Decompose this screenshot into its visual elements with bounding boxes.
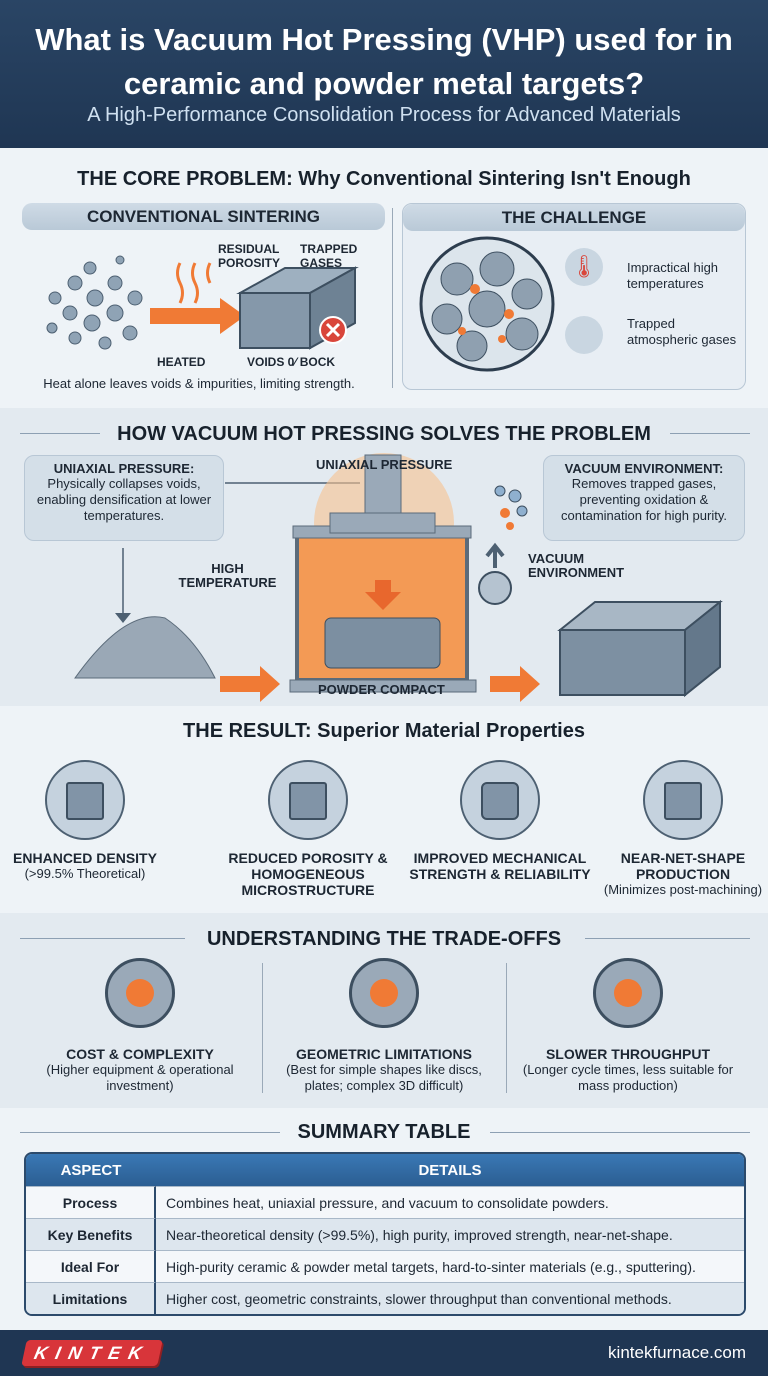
divider [262, 963, 263, 1093]
solution-section: HOW VACUUM HOT PRESSING SOLVES THE PROBL… [0, 408, 768, 706]
aspect-cell: Process [26, 1186, 156, 1218]
tradeoffs-heading: UNDERSTANDING THE TRADE-OFFS [206, 928, 562, 950]
result-section: THE RESULT: Superior Material Properties… [0, 710, 768, 910]
sintering-illustration-icon [46, 255, 359, 350]
tradeoffs-section: UNDERSTANDING THE TRADE-OFFS COST & COMP… [0, 913, 768, 1108]
challenge-panel: THE CHALLENGE 🌡 Impractical high tempera… [402, 203, 746, 390]
box-text: Removes trapped gases, preventing oxidat… [561, 476, 727, 523]
page-title: What is Vacuum Hot Pressing (VHP) used f… [35, 22, 733, 101]
result-item: IMPROVED MECHANICAL STRENGTH & RELIABILI… [405, 850, 595, 882]
challenge-item: Impractical high temperatures [627, 260, 719, 291]
tradeoff-item: COST & COMPLEXITY (Higher equipment & op… [22, 1046, 258, 1094]
trapped-particles-icon [419, 236, 555, 372]
grain-structure-icon [268, 760, 348, 840]
result-subtitle: (Minimizes post-machining) [603, 882, 763, 897]
details-cell: High-purity ceramic & powder metal targe… [156, 1250, 744, 1282]
mold-icon [643, 760, 723, 840]
page-subtitle: A High-Performance Consolidation Process… [87, 104, 681, 126]
details-cell: Near-theoretical density (>99.5%), high … [156, 1218, 744, 1250]
details-cell: Combines heat, uniaxial pressure, and va… [156, 1186, 744, 1218]
solution-heading: HOW VACUUM HOT PRESSING SOLVES THE PROBL… [117, 423, 651, 445]
conventional-sintering-title: CONVENTIONAL SINTERING [22, 203, 385, 230]
tradeoff-subtitle: (Best for simple shapes like discs, plat… [286, 1062, 482, 1093]
result-title: NEAR-NET-SHAPE PRODUCTION [620, 850, 746, 882]
result-title: ENHANCED DENSITY [13, 850, 157, 866]
result-title: IMPROVED MECHANICAL STRENGTH & RELIABILI… [409, 850, 591, 882]
divider [20, 938, 185, 939]
divider [585, 938, 750, 939]
core-problem-heading: THE CORE PROBLEM: Why Conventional Sinte… [77, 168, 691, 190]
vacuum-environment-label: VACUUM ENVIRONMENT [528, 551, 625, 580]
thermometer-icon: 🌡 [565, 248, 603, 286]
aspect-cell: Ideal For [26, 1250, 156, 1282]
tradeoff-title: SLOWER THROUGHPUT [545, 1046, 711, 1062]
uniaxial-pressure-box: UNIAXIAL PRESSURE: Physically collapses … [24, 455, 224, 541]
result-subtitle: (>99.5% Theoretical) [24, 866, 146, 881]
footer: KINTEK kintekfurnace.com [0, 1330, 768, 1376]
divider [490, 1132, 750, 1133]
voids-label: VOIDS 0⁄ BOCK [247, 355, 336, 369]
result-title: REDUCED POROSITY & HOMOGENEOUS MICROSTRU… [228, 850, 388, 898]
tradeoff-subtitle: (Higher equipment & operational investme… [46, 1062, 234, 1093]
divider [670, 433, 750, 434]
trapped-gases-label: TRAPPED GASES [300, 242, 358, 270]
vhp-press-diagram-icon [74, 453, 723, 702]
powder-compact-label: POWDER COMPACT [318, 682, 445, 697]
box-title: UNIAXIAL PRESSURE: [53, 461, 195, 476]
divider [20, 1132, 280, 1133]
result-item: ENHANCED DENSITY (>99.5% Theoretical) [0, 850, 180, 882]
cylinder-gear-icon [349, 958, 419, 1028]
result-item: REDUCED POROSITY & HOMOGENEOUS MICROSTRU… [213, 850, 403, 898]
challenge-title: THE CHALLENGE [403, 204, 745, 231]
aspect-cell: Limitations [26, 1282, 156, 1314]
residual-porosity-label: RESIDUAL POROSITY [218, 242, 281, 270]
tradeoff-subtitle: (Longer cycle times, less suitable for m… [522, 1062, 734, 1093]
divider [392, 208, 393, 388]
core-problem-section: THE CORE PROBLEM: Why Conventional Sinte… [0, 148, 768, 406]
aspect-cell: Key Benefits [26, 1218, 156, 1250]
vacuum-environment-box: VACUUM ENVIRONMENT: Removes trapped gase… [543, 455, 745, 541]
result-item: NEAR-NET-SHAPE PRODUCTION (Minimizes pos… [588, 850, 768, 898]
tradeoff-title: COST & COMPLEXITY [66, 1046, 214, 1062]
divider [20, 433, 100, 434]
conventional-caption: Heat alone leaves voids & impurities, li… [43, 376, 355, 391]
heated-label: HEATED [157, 355, 206, 369]
tradeoff-item: SLOWER THROUGHPUT (Longer cycle times, l… [510, 1046, 746, 1094]
column-header: ASPECT [26, 1154, 156, 1186]
uniaxial-pressure-label: UNIAXIAL PRESSURE [316, 457, 453, 472]
clock-icon [593, 958, 663, 1028]
summary-heading: SUMMARY TABLE [297, 1121, 471, 1143]
kintek-logo: KINTEK [21, 1340, 163, 1366]
box-title: VACUUM ENVIRONMENT: [564, 461, 724, 476]
challenge-item: Trapped atmospheric gases [627, 316, 737, 347]
tradeoff-item: GEOMETRIC LIMITATIONS (Best for simple s… [266, 1046, 502, 1094]
website-link[interactable]: kintekfurnace.com [608, 1343, 746, 1362]
box-text: Physically collapses voids, enabling den… [36, 476, 212, 523]
column-header: DETAILS [156, 1154, 744, 1186]
high-temperature-label: HIGH TEMPERATURE [178, 561, 277, 590]
tradeoff-title: GEOMETRIC LIMITATIONS [295, 1046, 473, 1062]
rod-strength-icon [460, 760, 540, 840]
cube-icon [45, 760, 125, 840]
divider [506, 963, 507, 1093]
gears-cost-icon [105, 958, 175, 1028]
header: What is Vacuum Hot Pressing (VHP) used f… [0, 0, 768, 148]
result-heading: THE RESULT: Superior Material Properties [183, 720, 585, 742]
details-cell: Higher cost, geometric constraints, slow… [156, 1282, 744, 1314]
gas-bubbles-icon [565, 316, 603, 354]
